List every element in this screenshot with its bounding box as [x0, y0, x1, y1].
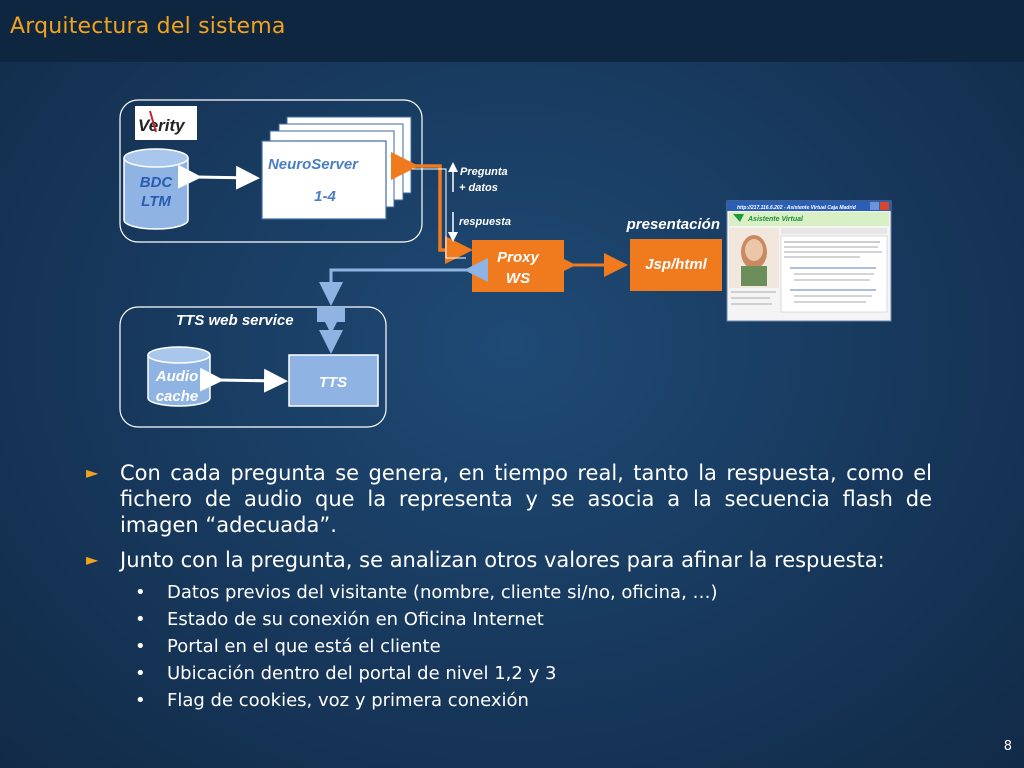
proxy-ws-box: Proxy WS — [472, 240, 564, 292]
proxy-label: Proxy — [497, 249, 539, 266]
tts-service-label: TTS web service — [176, 312, 294, 329]
bdc-neuroserver-link — [177, 164, 260, 190]
neuroserver-proxy-link — [391, 152, 473, 264]
title-bar: Arquitectura del sistema — [0, 0, 1024, 62]
sub-bullet-text: Flag de cookies, voz y primera conexión — [167, 690, 529, 711]
dot-bullet-icon: • — [135, 636, 146, 657]
neuroserver-count: 1-4 — [314, 188, 336, 205]
sub-bullet-text: Datos previos del visitante (nombre, cli… — [167, 582, 718, 603]
bullet-list: ► Con cada pregunta se genera, en tiempo… — [86, 460, 932, 717]
sub-bullet-item: • Estado de su conexión en Oficina Inter… — [86, 609, 932, 631]
sub-bullet-text: Estado de su conexión en Oficina Interne… — [167, 609, 544, 630]
jsp-html-box: Jsp/html — [630, 239, 722, 291]
dot-bullet-icon: • — [135, 690, 146, 711]
dot-bullet-icon: • — [135, 609, 146, 630]
tts-box: TTS — [288, 354, 379, 407]
sub-bullet-item: • Ubicación dentro del portal de nivel 1… — [86, 663, 932, 685]
browser-title: http://217.116.6.202 - Asistente Virtual… — [737, 205, 857, 211]
architecture-diagram: Verity BDC LTM NeuroServer 1-4 Pregunta … — [119, 106, 892, 428]
presentacion-label: presentación — [626, 216, 720, 233]
ws-label: WS — [506, 270, 530, 287]
browser-screenshot: http://217.116.6.202 - Asistente Virtual… — [726, 200, 892, 322]
bullet-item: ► Con cada pregunta se genera, en tiempo… — [86, 460, 932, 538]
pregunta-label: Pregunta — [460, 166, 508, 178]
bullet-item: ► Junto con la pregunta, se analizan otr… — [86, 547, 932, 573]
sub-bullet-text: Ubicación dentro del portal de nivel 1,2… — [167, 663, 557, 684]
bullet-text: Junto con la pregunta, se analizan otros… — [120, 548, 885, 572]
triangle-bullet-icon: ► — [86, 550, 99, 569]
dot-bullet-icon: • — [135, 663, 146, 684]
respuesta-label: respuesta — [459, 216, 511, 228]
page-number: 8 — [1003, 739, 1012, 754]
datos-label: + datos — [459, 182, 498, 194]
proxy-tts-link — [319, 258, 488, 306]
audio-cache-database: Audio cache — [147, 346, 211, 407]
audio-tts-link — [199, 367, 288, 393]
slide-title: Arquitectura del sistema — [10, 14, 286, 39]
cache-label: cache — [156, 388, 199, 405]
dot-bullet-icon: • — [135, 582, 146, 603]
bullet-text: Con cada pregunta se genera, en tiempo r… — [120, 461, 932, 537]
browser-brand: Asistente Virtual — [747, 216, 804, 223]
audio-label: Audio — [155, 368, 199, 385]
tts-service-group — [119, 306, 387, 428]
bdc-label: BDC — [140, 174, 174, 191]
verity-logo-text: Verity — [138, 116, 186, 135]
ltm-label: LTM — [141, 193, 171, 210]
neuroserver-stack: NeuroServer 1-4 — [261, 116, 412, 220]
jsp-label: Jsp/html — [645, 256, 708, 273]
sub-bullet-item: • Portal en el que está el cliente — [86, 636, 932, 658]
sub-bullet-text: Portal en el que está el cliente — [167, 636, 441, 657]
tts-label: TTS — [319, 374, 347, 391]
sub-bullet-item: • Datos previos del visitante (nombre, c… — [86, 582, 932, 604]
tts-service-port — [317, 307, 345, 322]
verity-logo: Verity — [135, 106, 197, 140]
neuroserver-label: NeuroServer — [268, 156, 359, 173]
triangle-bullet-icon: ► — [86, 463, 99, 482]
bdc-ltm-database: BDC LTM — [123, 148, 189, 230]
sub-bullet-item: • Flag de cookies, voz y primera conexió… — [86, 690, 932, 712]
